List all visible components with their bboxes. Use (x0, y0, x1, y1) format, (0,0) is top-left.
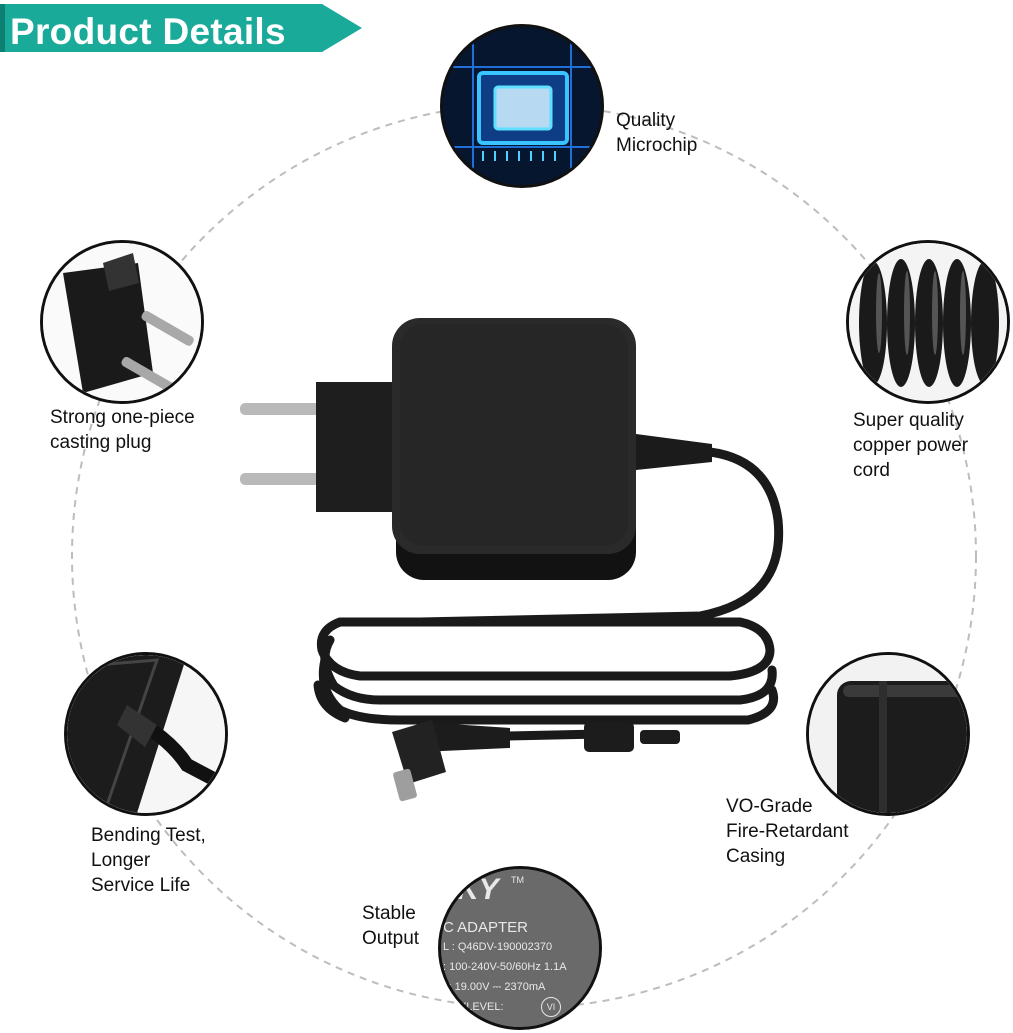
label-cord: Super quality copper power cord (853, 410, 969, 481)
output-circle: KY TM C ADAPTER L : Q46DV-190002370 : 10… (438, 866, 602, 1030)
plate-level: VI (541, 997, 561, 1017)
microchip-icon (443, 27, 601, 185)
product-details-banner: Product Details (0, 4, 362, 52)
label-plug: Strong one-piece casting plug (50, 407, 195, 453)
adapter-body (240, 318, 712, 580)
label-microchip: Quality Microchip (616, 110, 698, 156)
label-casing: VO-Grade Fire-Retardant Casing (726, 796, 849, 867)
plate-brand: KY (457, 873, 499, 906)
microchip-circle (440, 24, 604, 188)
label-output: Stable Output (362, 903, 420, 949)
plate-model: L : Q46DV-190002370 (443, 941, 553, 953)
cord-circle (846, 240, 1010, 404)
label-bending: Bending Test, Longer Service Life (91, 825, 206, 896)
plug-icon (43, 243, 201, 401)
adapter-cable (419, 447, 784, 627)
dashed-orbit (71, 103, 977, 1009)
banner-shape (0, 4, 362, 52)
label-plate: KY TM C ADAPTER L : Q46DV-190002370 : 10… (441, 869, 599, 1027)
coiled-cord-icon (849, 243, 1007, 401)
plate-type: C ADAPTER (443, 919, 529, 936)
bending-circle (64, 652, 228, 816)
plate-output: T: 19.00V ⎓ 2370mA (443, 981, 546, 993)
plate-efficiency: NCYLEVEL: (443, 1001, 504, 1013)
casing-icon (809, 655, 967, 813)
coiled-cable (313, 617, 778, 725)
casing-circle (806, 652, 970, 816)
banner-title: Product Details (10, 11, 286, 52)
plate-input: : 100-240V-50/60Hz 1.1A (443, 961, 567, 973)
bending-cable-icon (67, 655, 225, 813)
dc-plug (392, 720, 680, 802)
plug-circle (40, 240, 204, 404)
plate-tm: TM (511, 875, 524, 885)
